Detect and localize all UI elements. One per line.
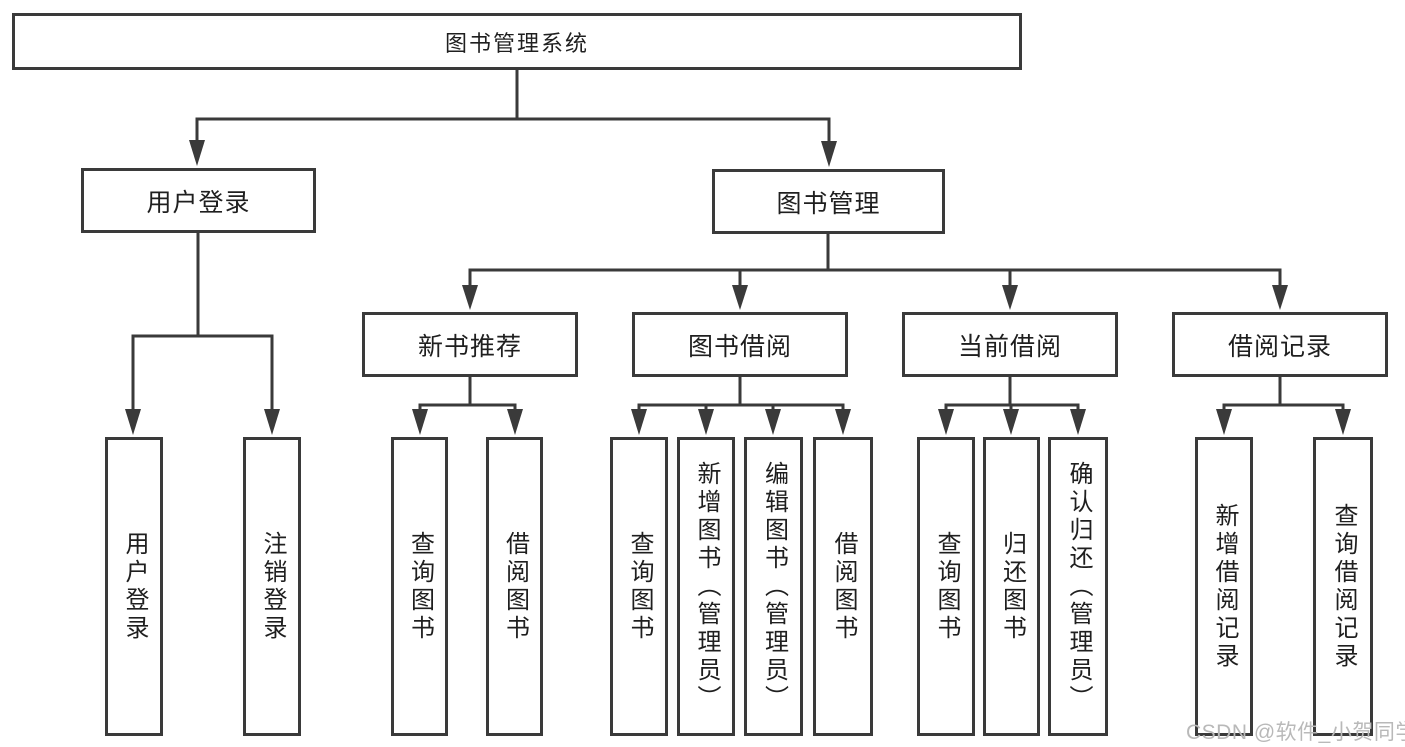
node-new-book-recommendation: 新书推荐 (362, 312, 578, 377)
leaf-borrow-books-recommend: 借阅图书 (486, 437, 543, 736)
leaf-user-login-label: 用户登录 (121, 530, 148, 643)
leaf-query-books-recommend: 查询图书 (391, 437, 448, 736)
node-book-management-label: 图书管理 (776, 189, 881, 218)
leaf-add-borrow-record: 新增借阅记录 (1195, 437, 1253, 736)
leaf-query-borrow-record: 查询借阅记录 (1313, 437, 1373, 736)
leaf-borrow-books-recommend-label: 借阅图书 (501, 530, 529, 643)
node-book-management: 图书管理 (712, 169, 945, 234)
leaf-add-borrow-record-label: 新增借阅记录 (1211, 502, 1238, 671)
node-current-borrowing: 当前借阅 (902, 312, 1118, 377)
leaf-return-books: 归还图书 (983, 437, 1040, 736)
node-new-book-recommendation-label: 新书推荐 (417, 332, 522, 361)
leaf-edit-books-admin-label: 编辑图书（管理员） (760, 460, 788, 713)
leaf-query-borrow-record-label: 查询借阅记录 (1330, 502, 1357, 671)
leaf-query-books-recommend-label: 查询图书 (406, 530, 434, 643)
leaf-return-books-label: 归还图书 (998, 530, 1026, 643)
leaf-query-books-borrowing: 查询图书 (610, 437, 668, 736)
leaf-user-login: 用户登录 (105, 437, 163, 736)
node-book-borrowing-label: 图书借阅 (687, 332, 792, 361)
leaf-logout-login: 注销登录 (243, 437, 301, 736)
leaf-borrow-books-borrowing: 借阅图书 (813, 437, 873, 736)
node-book-borrowing: 图书借阅 (632, 312, 848, 377)
leaf-query-books-current: 查询图书 (917, 437, 975, 736)
leaf-confirm-return-admin: 确认归还（管理员） (1048, 437, 1108, 736)
leaf-add-books-admin: 新增图书（管理员） (677, 437, 735, 736)
node-root: 图书管理系统 (12, 13, 1022, 70)
node-user-login: 用户登录 (81, 168, 316, 233)
leaf-add-books-admin-label: 新增图书（管理员） (693, 460, 720, 713)
node-borrowing-records: 借阅记录 (1172, 312, 1388, 377)
leaf-confirm-return-admin-label: 确认归还（管理员） (1065, 460, 1092, 713)
leaf-edit-books-admin: 编辑图书（管理员） (744, 437, 803, 736)
leaf-borrow-books-borrowing-label: 借阅图书 (830, 530, 857, 643)
csdn-watermark: CSDN @软件_小贺同学 (1186, 721, 1405, 744)
node-current-borrowing-label: 当前借阅 (957, 332, 1062, 361)
leaf-query-books-current-label: 查询图书 (933, 530, 960, 643)
leaf-query-books-borrowing-label: 查询图书 (626, 530, 653, 643)
node-user-login-label: 用户登录 (146, 188, 251, 217)
connector-arrowheads (125, 140, 1351, 435)
node-borrowing-records-label: 借阅记录 (1227, 332, 1332, 361)
node-root-label: 图书管理系统 (444, 30, 589, 56)
leaf-logout-login-label: 注销登录 (259, 530, 286, 643)
